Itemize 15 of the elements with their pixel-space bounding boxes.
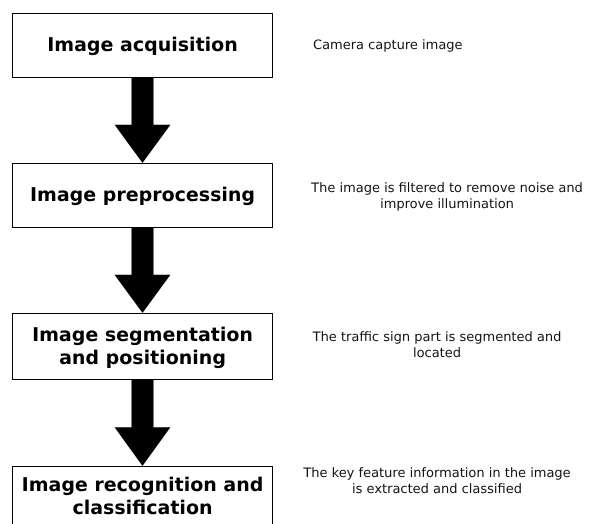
block-arrow [114,380,170,466]
step-description: The traffic sign part is segmented and located [312,330,562,362]
step-title: Image segmentation and positioning [31,324,254,370]
step-description: The key feature information in the image is extracted and classified [302,466,572,498]
step-description: Camera capture image [313,38,464,54]
block-arrow [114,78,170,163]
step-title: Image preprocessing [30,184,256,207]
step-title: Image recognition and classification [20,474,264,520]
step-description: The image is filtered to remove noise and improve illumination [310,181,584,213]
process-box [12,163,273,228]
block-arrow [114,228,170,313]
process-box [12,466,273,524]
step-title: Image acquisition [47,34,238,57]
process-box [12,13,273,78]
process-box [12,313,273,380]
